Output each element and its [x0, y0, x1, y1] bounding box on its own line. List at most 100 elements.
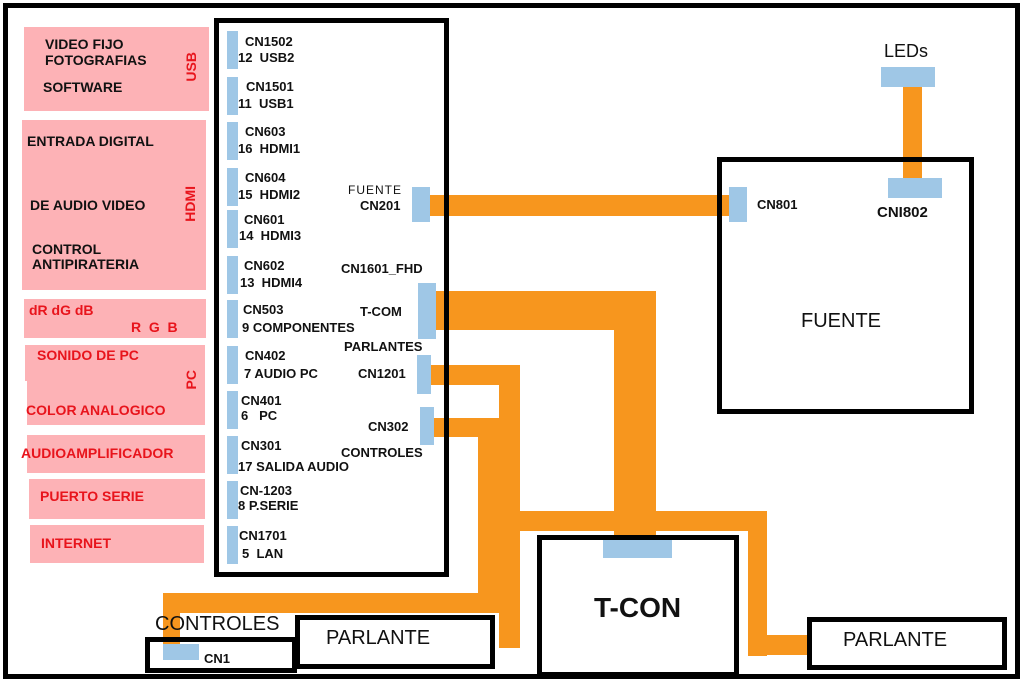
pc-line-2: COLOR ANALOGICO [26, 402, 166, 418]
cn302-label: CN302 [368, 419, 409, 434]
serial-panel [29, 479, 205, 519]
rgb-label: R G B [131, 319, 178, 335]
trace-parlantes-vertical [499, 365, 520, 648]
parlante-right-box [807, 617, 1007, 670]
parlantes-label: PARLANTES [344, 339, 423, 354]
connector-cn201[interactable] [412, 187, 430, 222]
tcon-board [537, 535, 739, 677]
port-connector-cn401[interactable] [227, 391, 238, 429]
connector-leds[interactable] [881, 67, 935, 87]
trace-fuente-power [430, 195, 730, 216]
trace-parlante-right-vertical [748, 511, 767, 656]
port-connector-cn601[interactable] [227, 210, 238, 248]
hdmi-tag: HDMI [182, 186, 198, 222]
connector-cni802[interactable] [888, 178, 942, 198]
port-code-cn1701: CN1701 [239, 528, 287, 543]
fuente-title: FUENTE [801, 310, 881, 332]
port-desc-cn1501: 11 USB1 [238, 96, 294, 111]
cn201-label: CN201 [360, 198, 401, 213]
internet-label: INTERNET [41, 535, 111, 551]
trace-controles-bottom [163, 593, 499, 613]
usb-line-1: VIDEO FIJO [45, 36, 124, 52]
connector-cn1601-tcom[interactable] [418, 283, 436, 339]
port-code-cn602: CN602 [244, 258, 285, 273]
connector-cn801[interactable] [729, 187, 747, 222]
internet-panel [30, 525, 204, 563]
parlante-left-box [295, 615, 495, 669]
port-code-cn603: CN603 [245, 124, 286, 139]
fuente-connector-label: FUENTE [348, 183, 402, 197]
tcon-title: T-CON [594, 592, 682, 623]
port-connector-cn603[interactable] [227, 122, 238, 160]
port-code-cn401: CN401 [241, 393, 282, 408]
cn1601-label: CN1601_FHD [341, 261, 423, 276]
port-connector-cn604[interactable] [227, 168, 238, 206]
rgb-diff-label: dR dG dB [29, 302, 94, 318]
port-code-cn601: CN601 [244, 212, 285, 227]
port-code-cn1501: CN1501 [246, 79, 294, 94]
controles-title: CONTROLES [155, 613, 280, 635]
port-code-cn1502: CN1502 [245, 34, 293, 49]
pc-tag: PC [183, 370, 199, 390]
port-code-cn604: CN604 [245, 170, 286, 185]
cn1201-label: CN1201 [358, 366, 406, 381]
port-connector-cn1502[interactable] [227, 31, 238, 69]
hdmi-line-3: CONTROL [32, 241, 102, 257]
parlante-right-label: PARLANTE [843, 629, 948, 651]
port-desc-cn402: 7 AUDIO PC [244, 366, 318, 381]
connector-cn1[interactable] [163, 644, 199, 660]
port-connector-cn503[interactable] [227, 300, 238, 338]
main-board [214, 18, 449, 577]
connector-cn1201[interactable] [417, 355, 431, 394]
hdmi-line-2: DE AUDIO VIDEO [30, 197, 146, 213]
outer-frame [3, 3, 1020, 679]
pc-group-panel-bottom [27, 381, 205, 425]
trace-tcom-vertical [614, 291, 656, 537]
port-connector-cn301[interactable] [227, 436, 238, 474]
trace-parlantes-horizontal [430, 365, 520, 385]
cn1-label: CN1 [204, 651, 231, 666]
port-desc-cn503: 9 COMPONENTES [242, 320, 355, 335]
port-connector-cn1203[interactable] [227, 481, 238, 519]
cn801-label: CN801 [757, 197, 798, 212]
hdmi-line-4: ANTIPIRATERIA [32, 256, 140, 272]
port-code-cn503: CN503 [243, 302, 284, 317]
pc-line-1: SONIDO DE PC [37, 347, 139, 363]
usb-line-2: FOTOGRAFIAS [45, 52, 147, 68]
port-connector-cn1501[interactable] [227, 77, 238, 115]
parlante-left-label: PARLANTE [326, 627, 431, 649]
pc-group-panel-top [25, 345, 205, 381]
cni802-label: CNI802 [877, 204, 928, 221]
rgb-group-panel [24, 299, 206, 338]
trace-parlante-right-horizontal [516, 511, 766, 531]
audio-amp-panel [27, 435, 205, 473]
audio-amp-label: AUDIOAMPLIFICADOR [21, 445, 174, 461]
port-desc-cn401: 6 PC [241, 408, 278, 423]
trace-controles-down [163, 593, 180, 648]
hdmi-group-panel [22, 120, 206, 290]
serial-label: PUERTO SERIE [40, 488, 144, 504]
usb-tag: USB [183, 52, 199, 82]
hdmi-line-1: ENTRADA DIGITAL [27, 133, 154, 149]
port-desc-cn602: 13 HDMI4 [240, 275, 303, 290]
port-desc-cn301: 17 SALIDA AUDIO [238, 459, 349, 474]
port-connector-cn1701[interactable] [227, 526, 238, 564]
leds-label: LEDs [884, 41, 929, 61]
trace-controles-vertical [478, 418, 499, 613]
port-code-cn402: CN402 [245, 348, 286, 363]
port-connector-cn602[interactable] [227, 256, 238, 294]
connector-tcon[interactable] [603, 540, 672, 558]
port-code-cn301: CN301 [241, 438, 282, 453]
port-desc-cn604: 15 HDMI2 [238, 187, 301, 202]
controles-board [145, 637, 297, 673]
port-desc-cn1701: 5 LAN [242, 546, 284, 561]
usb-line-3: SOFTWARE [43, 79, 123, 95]
port-desc-cn1502: 12 USB2 [238, 50, 295, 65]
trace-parlante-right-end [748, 635, 808, 655]
controles-label: CONTROLES [341, 445, 423, 460]
connector-cn302[interactable] [420, 407, 434, 445]
port-code-cn1203: CN-1203 [240, 483, 293, 498]
fuente-board [717, 157, 974, 414]
port-connector-cn402[interactable] [227, 346, 238, 384]
port-desc-cn1203: 8 P.SERIE [238, 498, 299, 513]
